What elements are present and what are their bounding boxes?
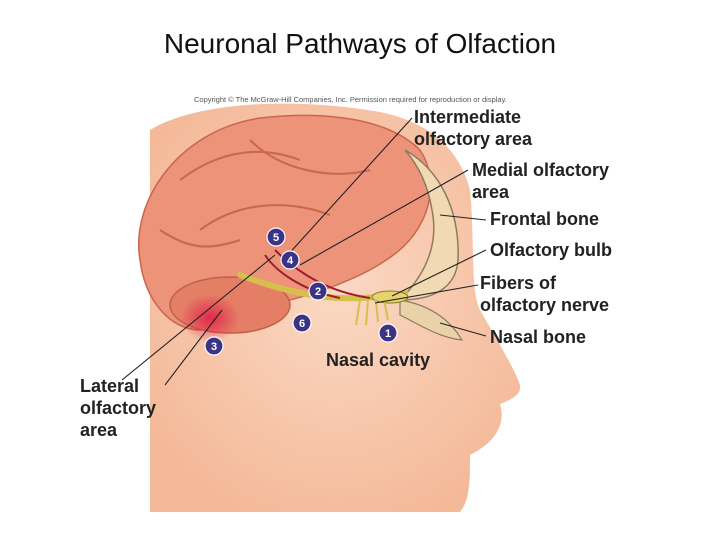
copyright-notice: Copyright © The McGraw-Hill Companies, I…: [194, 95, 507, 104]
label-lateral-olfactory-area: Lateral olfactory area: [80, 376, 157, 440]
label-olfactory-bulb: Olfactory bulb: [490, 240, 613, 260]
marker-4: 4: [280, 250, 300, 270]
label-intermediate-olfactory-area: Intermediate olfactory area: [414, 107, 533, 149]
svg-text:4: 4: [287, 255, 294, 267]
page-title: Neuronal Pathways of Olfaction: [163, 28, 557, 59]
svg-text:2: 2: [315, 286, 321, 298]
svg-text:5: 5: [273, 232, 279, 244]
leader-lines: [121, 117, 487, 386]
label-nasal-cavity: Nasal cavity: [326, 350, 431, 370]
marker-1: 1: [378, 323, 398, 343]
label-nasal-bone: Nasal bone: [490, 327, 587, 347]
marker-5: 5: [266, 227, 286, 247]
lateral-area-highlight: [180, 294, 240, 342]
label-fibers-of-olfactory-nerve: Fibers of olfactory nerve: [480, 273, 610, 315]
svg-text:3: 3: [211, 341, 217, 353]
label-frontal-bone: Frontal bone: [490, 209, 599, 229]
marker-3: 3: [204, 336, 224, 356]
brain-gyrus: [159, 139, 371, 248]
label-medial-olfactory-area: Medial olfactory area: [472, 160, 610, 202]
svg-text:6: 6: [299, 318, 305, 330]
svg-text:1: 1: [385, 328, 391, 340]
marker-6: 6: [292, 313, 312, 333]
marker-2: 2: [308, 281, 328, 301]
olfactory-nerve-fibers: [355, 299, 389, 326]
nasal-bone-shape: [399, 299, 464, 341]
